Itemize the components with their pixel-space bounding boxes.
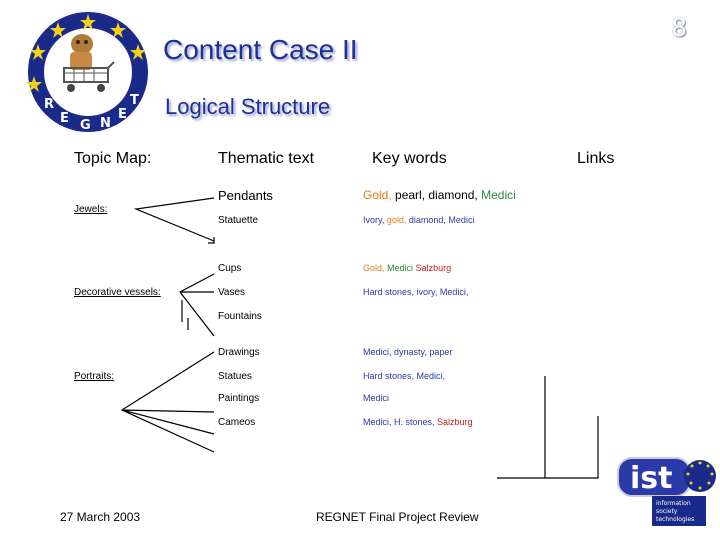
keywords-drawings: Medici, dynasty, paper — [363, 347, 453, 357]
svg-text:society: society — [656, 508, 678, 515]
group-decorative-vessels: Decorative vessels: — [74, 287, 161, 298]
star-ring-icon — [26, 14, 146, 92]
keyword-gold: gold, — [386, 215, 407, 225]
svg-text:G: G — [80, 118, 91, 133]
keywords-vases: Hard stones, ivory, Medici, — [363, 287, 469, 297]
ist-logo: ist information society technologies — [616, 454, 716, 528]
svg-text:information: information — [656, 500, 691, 507]
keywords-paintings: Medici — [363, 393, 390, 403]
header-links: Links — [577, 150, 615, 167]
links-bracket — [497, 376, 599, 479]
keyword-medici: Medici — [481, 188, 516, 202]
item-drawings: Drawings — [218, 347, 260, 358]
svg-text:R: R — [44, 97, 54, 112]
svg-text:E: E — [118, 107, 127, 122]
footer-date: 27 March 2003 — [60, 510, 141, 524]
group-portraits: Portraits: — [74, 371, 115, 382]
keyword-medici-hstones: Medici, H. stones, — [363, 417, 435, 427]
keyword-ivory: Ivory, — [363, 215, 385, 225]
keyword-salzburg: Salzburg — [415, 263, 452, 273]
item-cups: Cups — [218, 263, 242, 274]
item-pendants: Pendants — [218, 188, 273, 203]
keyword-diamond-medici: diamond, Medici — [408, 215, 475, 225]
item-cameos: Cameos — [218, 417, 256, 428]
keyword-gold: Gold, — [363, 188, 392, 202]
keywords-cups: Gold, Medici Salzburg — [363, 263, 451, 273]
group-jewels: Jewels: — [74, 204, 108, 215]
item-fountains: Fountains — [218, 311, 262, 322]
svg-text:T: T — [130, 93, 139, 108]
shopping-cart-mascot-icon — [63, 34, 115, 92]
keywords-cameos: Medici, H. stones, Salzburg — [363, 417, 473, 427]
connector-jewels — [133, 197, 215, 244]
keyword-pearl-diamond: pearl, diamond, — [395, 188, 478, 202]
keyword-salzburg: Salzburg — [437, 417, 473, 427]
ist-caption: information society technologies — [656, 500, 694, 523]
keyword-medici: Medici — [387, 263, 414, 273]
header-key-words: Key words — [372, 150, 447, 167]
item-vases: Vases — [218, 287, 246, 298]
footer-title: REGNET Final Project Review — [316, 510, 479, 524]
ist-logo-text: ist — [630, 461, 672, 496]
connector-vessels — [179, 273, 215, 337]
item-paintings: Paintings — [218, 393, 260, 404]
svg-text:technologies: technologies — [656, 516, 694, 523]
slide-title: Content Case II — [163, 34, 358, 65]
svg-text:E: E — [60, 111, 69, 126]
keyword-gold: Gold, — [363, 263, 385, 273]
connector-portraits — [120, 351, 215, 453]
keywords-statues: Hard stones, Medici, — [363, 371, 446, 381]
page-number: 8 — [672, 12, 687, 42]
header-topic-map: Topic Map: — [74, 150, 152, 167]
keywords-statuette: Ivory, gold, diamond, Medici — [363, 215, 474, 225]
item-statues: Statues — [218, 371, 252, 382]
svg-text:N: N — [100, 116, 111, 131]
eu-stars-icon — [686, 461, 714, 490]
slide-subtitle: Logical Structure — [165, 94, 331, 119]
keywords-pendants: Gold, pearl, diamond, Medici — [363, 188, 516, 202]
item-statuette: Statuette — [218, 215, 259, 226]
header-thematic-text: Thematic text — [218, 150, 315, 167]
